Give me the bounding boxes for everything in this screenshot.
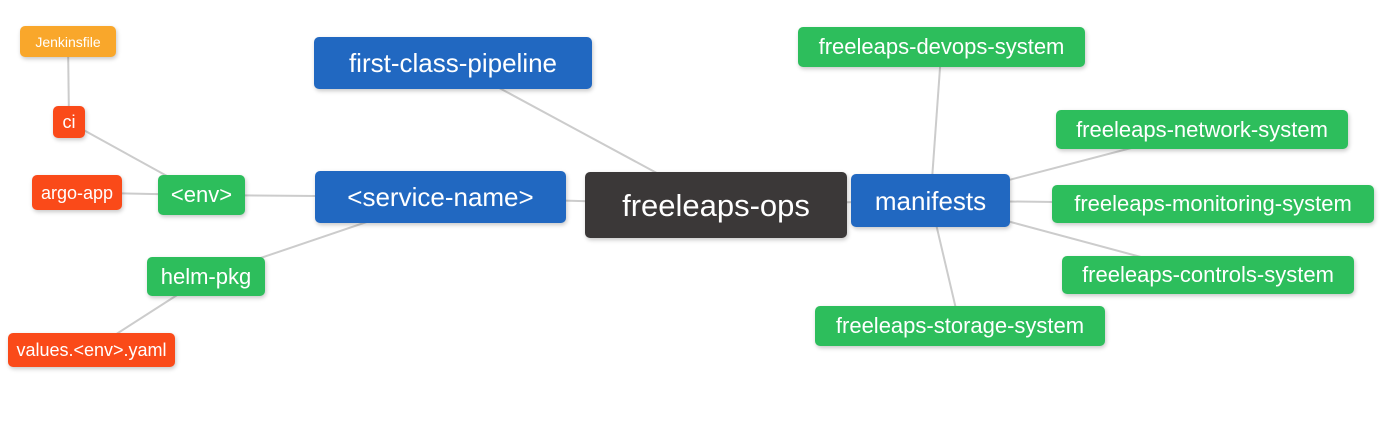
node-helm-pkg[interactable]: helm-pkg	[147, 257, 265, 296]
node-ci[interactable]: ci	[53, 106, 85, 138]
node-freeleaps-storage-system[interactable]: freeleaps-storage-system	[815, 306, 1105, 346]
node-freeleaps-monitoring-system[interactable]: freeleaps-monitoring-system	[1052, 185, 1374, 223]
node-values-env-yaml[interactable]: values.<env>.yaml	[8, 333, 175, 367]
node-jenkinsfile[interactable]: Jenkinsfile	[20, 26, 116, 57]
node-first-class-pipeline[interactable]: first-class-pipeline	[314, 37, 592, 89]
node-freeleaps-controls-system[interactable]: freeleaps-controls-system	[1062, 256, 1354, 294]
node-env[interactable]: <env>	[158, 175, 245, 215]
node-freeleaps-ops[interactable]: freeleaps-ops	[585, 172, 847, 238]
node-manifests[interactable]: manifests	[851, 174, 1010, 227]
node-freeleaps-devops-system[interactable]: freeleaps-devops-system	[798, 27, 1085, 67]
node-freeleaps-network-system[interactable]: freeleaps-network-system	[1056, 110, 1348, 149]
node-service-name[interactable]: <service-name>	[315, 171, 566, 223]
node-argo-app[interactable]: argo-app	[32, 175, 122, 210]
